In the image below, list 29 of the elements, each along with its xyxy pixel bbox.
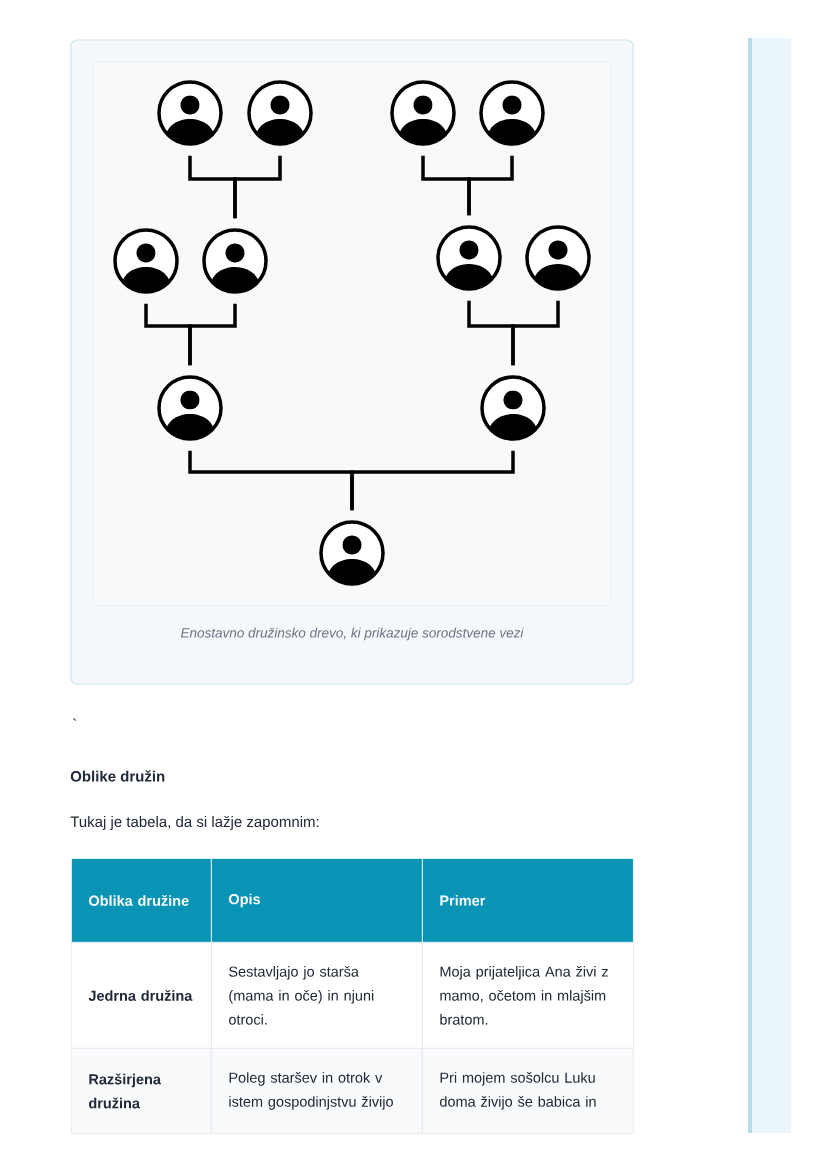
person-picture	[479, 80, 545, 146]
connector-line	[467, 155, 514, 216]
stray-mark: `	[72, 718, 77, 721]
person-picture	[157, 80, 223, 146]
table-cell: Razširjena družina	[71, 1048, 212, 1134]
person-picture	[157, 375, 223, 441]
table-header-cell: Primer	[422, 858, 634, 943]
table-header-cell: Opis	[211, 858, 423, 943]
person-picture	[525, 225, 591, 291]
person-picture	[390, 80, 456, 146]
connector-line	[233, 155, 282, 219]
connector-line	[188, 303, 237, 366]
table-header-cell: Oblika družine	[71, 858, 212, 943]
person-picture	[247, 80, 313, 146]
table-cell: Sestavljajo jo starša (mama in oče) in njuni otroci.	[211, 942, 423, 1049]
connector-line	[511, 300, 560, 366]
connector-line	[350, 450, 515, 511]
section-heading: Oblike družin	[70, 770, 165, 782]
person-picture	[436, 225, 502, 291]
person-picture	[202, 228, 268, 294]
table-cell: Poleg staršev in otrok v istem gospodinjstvu živijo	[211, 1048, 423, 1134]
intro-text: Tukaj je tabela, da si lažje zapomnim:	[70, 816, 319, 830]
person-picture	[113, 228, 179, 294]
figure-caption: Enostavno družinsko drevo, ki prikazuje sorodstvene vezi	[180, 627, 524, 641]
table-cell: Moja prijateljica Ana živi z mamo, očetom in mlajšim bratom.	[422, 942, 634, 1049]
person-picture	[319, 520, 385, 586]
table-cell: Jedrna družina	[71, 942, 212, 1049]
table-cell: Pri mojem sošolcu Luku doma živijo še babica in	[422, 1048, 634, 1134]
person-picture	[480, 375, 546, 441]
